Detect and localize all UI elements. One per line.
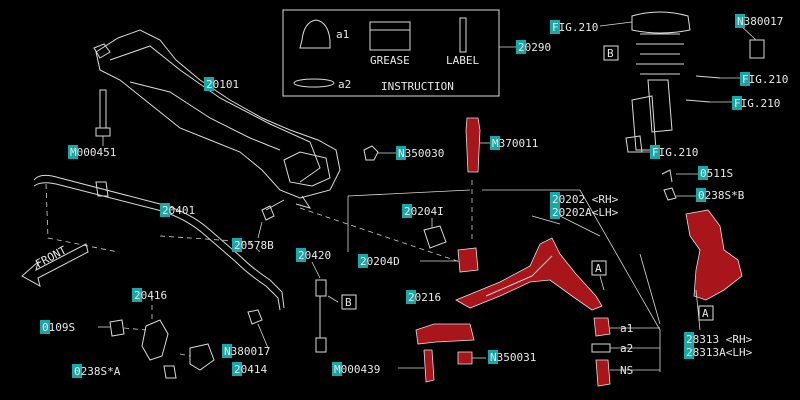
pn-20204i[interactable]: 20204I	[402, 204, 444, 218]
pn-n350030[interactable]: N350030	[396, 146, 444, 160]
pn-20202[interactable]: 20202 <RH>	[550, 192, 619, 206]
pn-0238s-a[interactable]: 0238S*A	[72, 364, 121, 378]
bushing-20204i-drawing	[423, 218, 447, 249]
bolt-20578b-drawing	[257, 199, 285, 239]
svg-text:N380017: N380017	[224, 345, 270, 358]
svg-text:20202 <RH>: 20202 <RH>	[552, 193, 619, 206]
pn-0109s[interactable]: 0109S	[40, 320, 75, 334]
stabilizer-bar-drawing	[33, 174, 285, 311]
svg-text:0511S: 0511S	[700, 167, 733, 180]
ref-tag-b-right[interactable]: B	[603, 45, 619, 61]
svg-text:28313 <RH>: 28313 <RH>	[686, 333, 753, 346]
svg-text:28313A<LH>: 28313A<LH>	[686, 346, 753, 359]
callout-a2: a2	[620, 342, 633, 355]
svg-text:FIG.210: FIG.210	[742, 73, 788, 86]
nut-n380017-lower-drawing	[247, 309, 269, 349]
kit-label-label: LABEL	[446, 54, 479, 67]
pn-20204d[interactable]: 20204D	[358, 254, 400, 268]
svg-text:20414: 20414	[234, 363, 267, 376]
pn-20216[interactable]: 20216	[406, 290, 441, 304]
pn-n380017-lower[interactable]: N380017	[222, 344, 270, 358]
instruction-box	[282, 9, 516, 97]
pn-fig210-mid1[interactable]: FIG.210	[740, 72, 788, 86]
ref-tag-a-upper[interactable]: A	[591, 260, 607, 276]
svg-text:0109S: 0109S	[42, 321, 75, 334]
svg-text:A: A	[595, 262, 602, 275]
pn-20101[interactable]: 20101	[204, 77, 239, 91]
pn-28313a[interactable]: 28313A<LH>	[684, 345, 753, 359]
svg-text:20290: 20290	[518, 41, 551, 54]
nut-n350030-drawing	[363, 145, 396, 161]
ball-joint-parts-drawing	[591, 317, 614, 387]
pn-20290[interactable]: 20290	[516, 40, 551, 54]
svg-text:0238S*B: 0238S*B	[698, 189, 745, 202]
pn-fig210-mid2[interactable]: FIG.210	[732, 96, 780, 110]
front-arrow-label: FRONT	[33, 243, 69, 270]
svg-text:B: B	[607, 47, 614, 60]
pn-20401[interactable]: 20401	[160, 203, 195, 217]
kit-item-a2-label: a2	[338, 78, 351, 91]
pn-20420[interactable]: 20420	[296, 248, 331, 262]
front-arrow: FRONT	[21, 243, 89, 287]
svg-text:FIG.210: FIG.210	[734, 97, 780, 110]
pn-fig210-bottom[interactable]: FIG.210	[650, 145, 698, 159]
link-20216-drawing	[398, 323, 486, 383]
kit-item-a1-label: a1	[336, 28, 349, 41]
kit-grease-label: GREASE	[370, 54, 410, 67]
svg-text:A: A	[702, 307, 709, 320]
svg-text:N350031: N350031	[490, 351, 536, 364]
callout-a1: a1	[620, 322, 633, 335]
pn-28313[interactable]: 28313 <RH>	[684, 332, 753, 346]
pn-20414[interactable]: 20414	[232, 362, 267, 376]
svg-text:M370011: M370011	[492, 137, 538, 150]
strut-assembly-drawing	[599, 11, 765, 153]
ref-tag-a-lower[interactable]: A	[698, 305, 714, 321]
svg-text:M000439: M000439	[334, 363, 380, 376]
bolt-m000451-drawing	[95, 89, 111, 146]
svg-text:20204I: 20204I	[404, 205, 444, 218]
svg-text:20101: 20101	[206, 78, 239, 91]
ref-tag-b-left[interactable]: B	[341, 294, 357, 310]
svg-text:N380017: N380017	[737, 15, 783, 28]
callout-lines	[179, 189, 701, 372]
knuckle-28313-drawing	[661, 169, 743, 301]
svg-text:20216: 20216	[408, 291, 441, 304]
svg-text:FIG.210: FIG.210	[552, 21, 598, 34]
kit-instruction-label: INSTRUCTION	[381, 80, 454, 93]
pn-20416[interactable]: 20416	[132, 288, 167, 302]
stabilizer-link-drawing	[311, 261, 339, 353]
lower-arm-drawing	[455, 237, 603, 311]
svg-text:M000451: M000451	[70, 146, 116, 159]
svg-text:20401: 20401	[162, 204, 195, 217]
pn-m000451[interactable]: M000451	[68, 145, 116, 159]
pn-0238s-b[interactable]: 0238S*B	[696, 188, 745, 202]
pn-n350031[interactable]: N350031	[488, 350, 536, 364]
pn-m370011[interactable]: M370011	[490, 136, 538, 150]
subframe-drawing	[93, 29, 341, 209]
pn-20578b[interactable]: 20578B	[232, 238, 274, 252]
svg-text:20416: 20416	[134, 289, 167, 302]
pn-n380017-top[interactable]: N380017	[735, 14, 783, 28]
bushing-clamp-drawing	[98, 296, 215, 379]
svg-text:0238S*A: 0238S*A	[74, 365, 121, 378]
pn-m000439[interactable]: M000439	[332, 362, 380, 376]
bushing-20204d-drawing	[420, 247, 479, 273]
svg-text:20578B: 20578B	[234, 239, 274, 252]
pn-0511s[interactable]: 0511S	[698, 166, 733, 180]
svg-text:20420: 20420	[298, 249, 331, 262]
svg-text:20202A<LH>: 20202A<LH>	[552, 206, 619, 219]
svg-text:B: B	[345, 296, 352, 309]
callout-ns: NS	[620, 364, 633, 377]
ball-joint-stud-drawing	[465, 117, 490, 240]
svg-text:20204D: 20204D	[360, 255, 400, 268]
svg-text:FIG.210: FIG.210	[652, 146, 698, 159]
pn-fig210-top[interactable]: FIG.210	[550, 20, 598, 34]
svg-text:N350030: N350030	[398, 147, 444, 160]
pn-20202a[interactable]: 20202A<LH>	[550, 205, 619, 219]
